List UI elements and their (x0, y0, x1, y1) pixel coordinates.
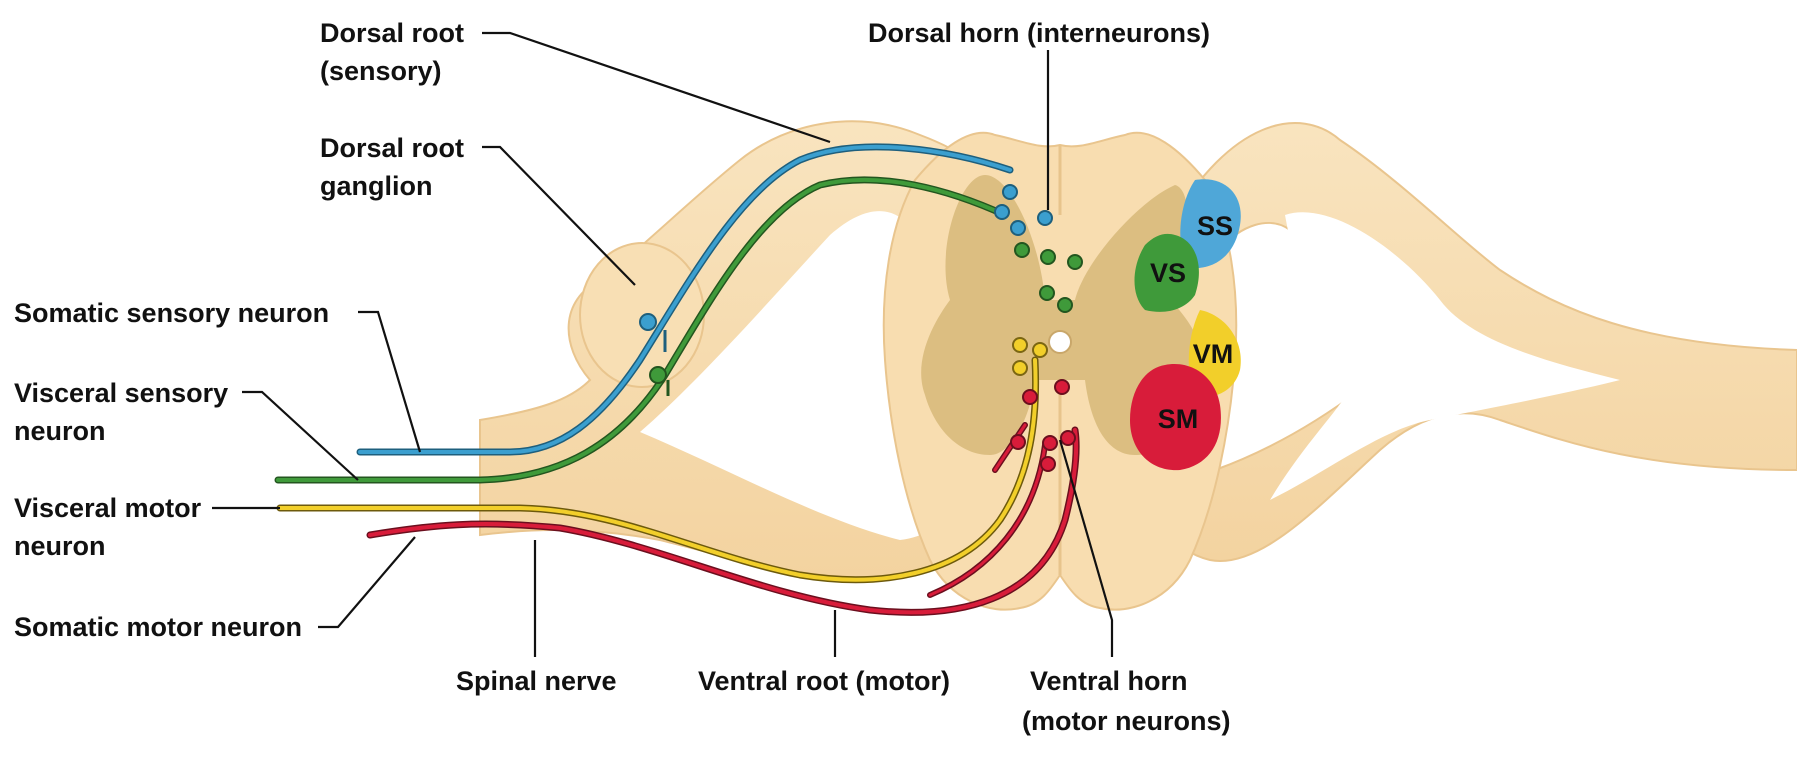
label-somatic-motor-neuron: Somatic motor neuron (14, 612, 302, 642)
zone-label-ss: SS (1197, 211, 1233, 241)
central-canal (1049, 331, 1071, 353)
label-spinal-nerve: Spinal nerve (456, 666, 617, 696)
visceral-sensory-cell-body (650, 367, 666, 383)
label-somatic-sensory-neuron: Somatic sensory neuron (14, 298, 329, 328)
tissue-layer (480, 121, 1797, 609)
label-dorsal-horn: Dorsal horn (interneurons) (868, 18, 1210, 48)
label-ventral-horn: Ventral horn (motor neurons) (1022, 666, 1231, 736)
label-dorsal-root: Dorsal root (sensory) (320, 18, 472, 86)
zone-label-sm: SM (1158, 404, 1199, 434)
label-ventral-root: Ventral root (motor) (698, 666, 950, 696)
dorsal-root-ganglion (580, 243, 704, 387)
label-visceral-motor-neuron: Visceral motor neuron (14, 493, 209, 561)
somatic-sensory-cell-body (640, 314, 656, 330)
zone-label-vm: VM (1193, 339, 1234, 369)
label-dorsal-root-ganglion: Dorsal root ganglion (320, 133, 472, 201)
zone-label-vs: VS (1150, 258, 1186, 288)
label-visceral-sensory-neuron: Visceral sensory neuron (14, 378, 236, 446)
